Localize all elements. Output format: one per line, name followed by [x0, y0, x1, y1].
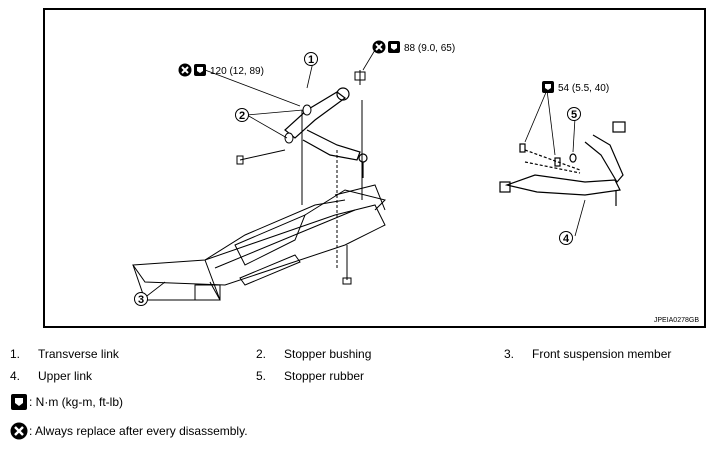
- torque-label-2-text: 88 (9.0, 65): [404, 43, 455, 54]
- torque-label-3-text: 54 (5.5, 40): [558, 83, 609, 94]
- part-5-number: 5.: [256, 369, 267, 383]
- figure-code: JPEIA0278GB: [654, 317, 699, 324]
- torque-key: : N·m (kg-m, ft-lb): [10, 393, 123, 411]
- transverse-link: [284, 87, 368, 178]
- replace-key: : Always replace after every disassembly…: [10, 422, 248, 440]
- front-suspension-member: [132, 184, 386, 301]
- part-3-number: 3.: [504, 347, 515, 361]
- replace-key-text: : Always replace after every disassembly…: [29, 424, 248, 438]
- part-1-number: 1.: [10, 347, 21, 361]
- part-2-number: 2.: [256, 347, 267, 361]
- torque-label-1-text: 120 (12, 89): [210, 66, 264, 77]
- callout-3: 3: [134, 292, 148, 306]
- callout-1: 1: [304, 52, 318, 66]
- part-3-name: Front suspension member: [532, 347, 672, 361]
- torque-label-1: 120 (12, 89): [177, 62, 264, 78]
- part-2-name: Stopper bushing: [284, 347, 372, 361]
- part-3: 3. Front suspension member: [504, 347, 671, 361]
- torque-wrench-icon: [11, 394, 27, 410]
- part-1-name: Transverse link: [38, 347, 119, 361]
- callout-2: 2: [235, 108, 249, 122]
- svg-text:1: 1: [308, 54, 314, 66]
- part-4: 4. Upper link: [10, 369, 92, 383]
- torque-label-3: 54 (5.5, 40): [542, 81, 609, 94]
- part-4-name: Upper link: [38, 369, 93, 383]
- svg-text:3: 3: [138, 294, 144, 306]
- torque-label-2: 88 (9.0, 65): [371, 39, 455, 55]
- replace-x-icon: [10, 422, 28, 440]
- part-4-number: 4.: [10, 369, 21, 383]
- part-2: 2. Stopper bushing: [256, 347, 371, 361]
- illustration-frame: 120 (12, 89) 88 (9.0, 65) 54 (5.5, 40) 1…: [43, 8, 706, 328]
- svg-text:4: 4: [563, 233, 570, 245]
- suspension-illustration: 120 (12, 89) 88 (9.0, 65) 54 (5.5, 40) 1…: [132, 39, 699, 324]
- callout-5: 5: [567, 107, 581, 121]
- part-5: 5. Stopper rubber: [256, 369, 364, 383]
- callout-4: 4: [559, 231, 573, 245]
- svg-text:2: 2: [239, 110, 245, 122]
- upper-link: [499, 121, 626, 206]
- torque-key-text: : N·m (kg-m, ft-lb): [29, 395, 123, 409]
- svg-text:5: 5: [571, 109, 577, 121]
- part-5-name: Stopper rubber: [284, 369, 365, 383]
- part-1: 1. Transverse link: [10, 347, 119, 361]
